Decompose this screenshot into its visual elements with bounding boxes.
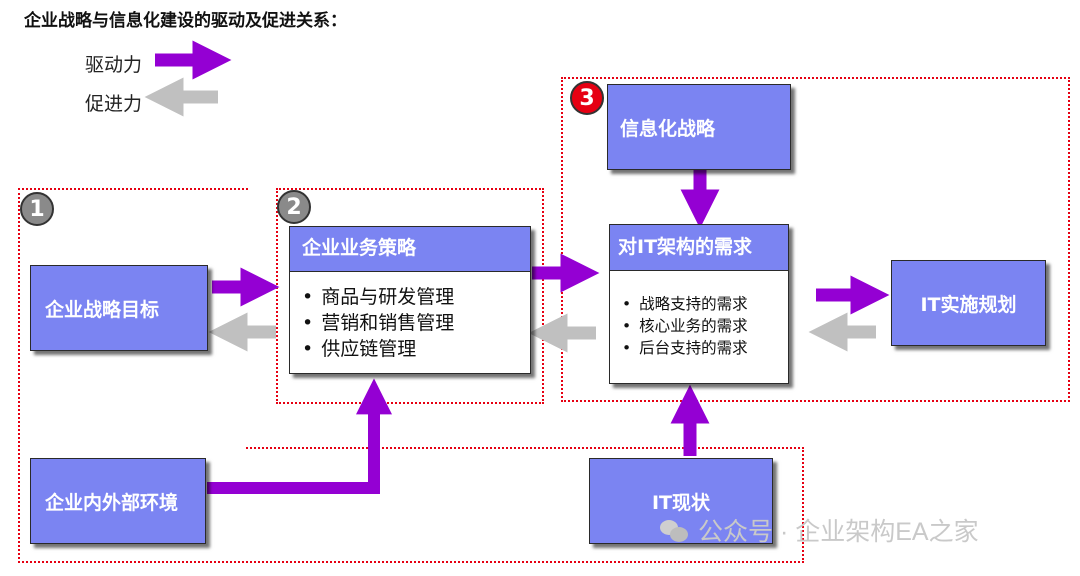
region-3-border [561, 77, 1070, 402]
strategy-goal-label: 企业战略目标 [45, 298, 160, 321]
list-item: 营销和销售管理 [302, 310, 530, 336]
environment-box: 企业内外部环境 [30, 458, 206, 544]
badge-3: 3 [570, 81, 604, 115]
info-strategy-label: 信息化战略 [620, 117, 716, 140]
legend-promote-label: 促进力 [85, 93, 143, 115]
wechat-icon [660, 518, 688, 542]
business-strategy-card: 企业业务策略 商品与研发管理 营销和销售管理 供应链管理 [289, 226, 531, 374]
region-1-border [18, 188, 248, 563]
list-item: 战略支持的需求 [622, 293, 788, 315]
info-strategy-box: 信息化战略 [607, 84, 791, 170]
business-strategy-header: 企业业务策略 [290, 227, 530, 272]
list-item: 商品与研发管理 [302, 284, 530, 310]
badge-2: 2 [277, 190, 311, 224]
list-item: 供应链管理 [302, 336, 530, 362]
it-plan-label: IT实施规划 [920, 293, 1017, 316]
it-demand-list: 战略支持的需求 核心业务的需求 后台支持的需求 [610, 271, 788, 359]
strategy-goal-box: 企业战略目标 [30, 265, 208, 351]
it-status-label: IT现状 [651, 491, 711, 514]
it-plan-box: IT实施规划 [891, 260, 1046, 346]
watermark: 公众号 · 企业架构EA之家 [660, 512, 979, 548]
legend-drive-label: 驱动力 [85, 54, 143, 76]
it-demand-card: 对IT架构的需求 战略支持的需求 核心业务的需求 后台支持的需求 [609, 224, 789, 384]
environment-label: 企业内外部环境 [45, 491, 179, 514]
it-status-box: IT现状 [589, 458, 773, 544]
list-item: 核心业务的需求 [622, 315, 788, 337]
it-demand-header: 对IT架构的需求 [610, 225, 788, 271]
badge-1: 1 [20, 192, 54, 226]
watermark-text: 公众号 · 企业架构EA之家 [698, 518, 979, 546]
region-it-status-border [246, 447, 804, 563]
drive-arrow-env-to-business [207, 378, 392, 494]
list-item: 后台支持的需求 [622, 337, 788, 359]
business-strategy-list: 商品与研发管理 营销和销售管理 供应链管理 [290, 272, 530, 362]
page-title: 企业战略与信息化建设的驱动及促进关系： [24, 11, 347, 31]
